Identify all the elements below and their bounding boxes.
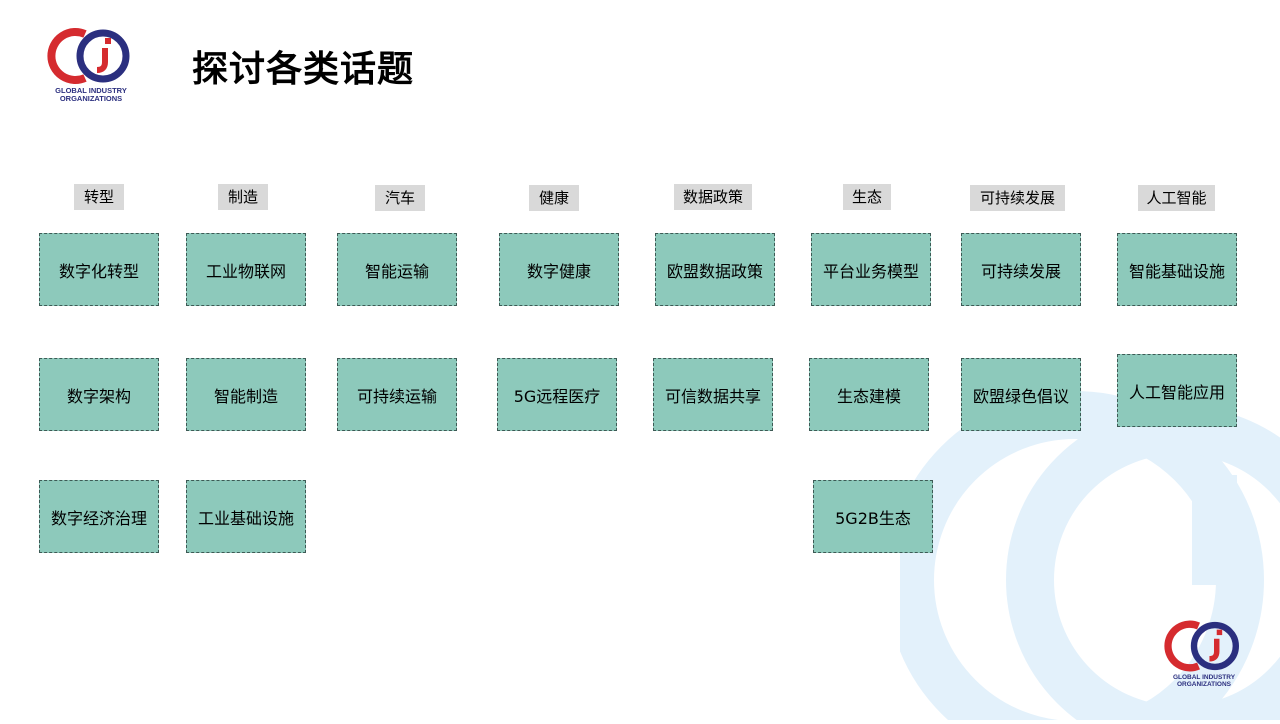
page-title: 探讨各类话题: [192, 49, 415, 90]
logo-mark-icon: [1164, 620, 1239, 672]
category-label-ecosystem: 生态: [843, 184, 891, 210]
logo-mark-icon: [47, 28, 130, 84]
company-logo: GLOBAL INDUSTRY ORGANIZATIONS: [47, 26, 135, 110]
category-label-manufacturing: 制造: [218, 184, 268, 210]
topic-box: 数字化转型: [39, 233, 159, 306]
topic-box: 智能制造: [186, 358, 306, 431]
topic-box: 工业物联网: [186, 233, 306, 306]
topic-box: 人工智能应用: [1117, 354, 1237, 427]
topic-box: 数字架构: [39, 358, 159, 431]
topic-box: 数字健康: [499, 233, 619, 306]
topic-box: 5G远程医疗: [497, 358, 617, 431]
topic-box: 可信数据共享: [653, 358, 773, 431]
topic-box: 数字经济治理: [39, 480, 159, 553]
topic-box: 工业基础设施: [186, 480, 306, 553]
company-logo-footer: GLOBAL INDUSTRY ORGANIZATIONS: [1164, 618, 1244, 694]
category-label-data-policy: 数据政策: [674, 184, 752, 210]
logo-text: GLOBAL INDUSTRY ORGANIZATIONS: [55, 86, 127, 103]
category-label-sustainability: 可持续发展: [970, 185, 1065, 211]
topic-box: 平台业务模型: [811, 233, 931, 306]
topic-box: 可持续发展: [961, 233, 1081, 306]
category-label-automotive: 汽车: [375, 185, 425, 211]
topic-box: 智能运输: [337, 233, 457, 306]
category-label-health: 健康: [529, 185, 579, 211]
topic-box: 生态建模: [809, 358, 929, 431]
category-label-ai: 人工智能: [1138, 185, 1215, 211]
category-label-transformation: 转型: [74, 184, 124, 210]
topic-box: 智能基础设施: [1117, 233, 1237, 306]
topic-box: 欧盟数据政策: [655, 233, 775, 306]
topic-box: 5G2B生态: [813, 480, 933, 553]
topic-box: 可持续运输: [337, 358, 457, 431]
topic-box: 欧盟绿色倡议: [961, 358, 1081, 431]
logo-text: GLOBAL INDUSTRY ORGANIZATIONS: [1172, 674, 1236, 688]
